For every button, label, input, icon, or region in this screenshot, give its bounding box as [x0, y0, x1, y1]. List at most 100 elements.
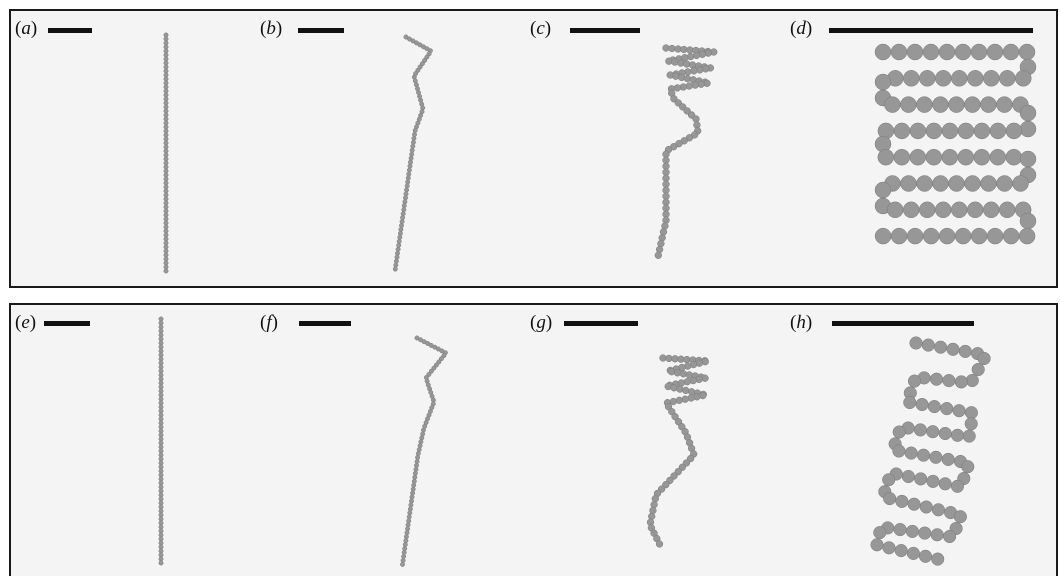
bead — [966, 374, 979, 387]
bead — [955, 44, 971, 60]
bead — [903, 202, 919, 218]
bead-chain-e — [11, 305, 261, 576]
bead — [159, 357, 163, 361]
bead-chain-b — [261, 11, 526, 288]
bead — [1003, 44, 1019, 60]
bead — [164, 253, 168, 257]
bead — [159, 429, 163, 433]
bead — [896, 495, 909, 508]
bead — [159, 441, 163, 445]
bead — [164, 185, 168, 189]
bead — [687, 53, 694, 60]
bead — [397, 243, 401, 247]
bead — [923, 228, 939, 244]
bead — [164, 233, 168, 237]
bead — [927, 475, 940, 488]
bead — [164, 173, 168, 177]
bead — [655, 252, 662, 259]
bead — [883, 542, 896, 555]
bead — [908, 498, 921, 511]
bead — [159, 525, 163, 529]
bead — [981, 176, 997, 192]
bead — [939, 478, 952, 491]
bead — [1020, 151, 1036, 167]
bead — [159, 533, 163, 537]
bead — [159, 433, 163, 437]
bead — [875, 182, 891, 198]
bead — [884, 97, 900, 113]
bead — [164, 269, 168, 273]
bead — [393, 267, 397, 271]
bead — [980, 97, 996, 113]
bead — [159, 317, 163, 321]
bead — [404, 535, 408, 539]
bead — [164, 129, 168, 133]
bead — [939, 44, 955, 60]
bead — [875, 74, 891, 90]
bead — [871, 539, 884, 552]
bead — [164, 97, 168, 101]
panel-c: (c) — [526, 11, 791, 286]
bead — [692, 82, 699, 89]
bead — [159, 541, 163, 545]
bead — [159, 345, 163, 349]
bead — [949, 176, 965, 192]
bead — [920, 501, 933, 514]
bead — [164, 153, 168, 157]
bead — [400, 215, 404, 219]
bead — [159, 417, 163, 421]
bead — [931, 553, 944, 566]
bead — [930, 373, 943, 386]
bead — [414, 463, 418, 467]
bead — [686, 83, 693, 90]
bead — [947, 343, 960, 356]
bead — [705, 50, 712, 57]
bead — [951, 202, 967, 218]
bead — [922, 339, 935, 352]
bead — [164, 217, 168, 221]
bead — [681, 46, 688, 53]
bead — [1020, 121, 1036, 137]
bead — [676, 397, 683, 404]
bead — [159, 473, 163, 477]
bead — [412, 483, 416, 487]
bead — [910, 149, 926, 165]
bead — [965, 418, 978, 431]
bead — [159, 393, 163, 397]
bead — [159, 421, 163, 425]
bead — [159, 497, 163, 501]
bead — [672, 59, 679, 66]
bead — [690, 377, 697, 384]
bead — [990, 123, 1006, 139]
bead — [159, 553, 163, 557]
bead — [908, 375, 921, 388]
bead — [409, 156, 413, 160]
bead — [406, 176, 410, 180]
bead — [958, 123, 974, 139]
bead — [164, 117, 168, 121]
bead — [660, 229, 667, 236]
bead — [159, 457, 163, 461]
bead — [164, 149, 168, 153]
bead — [408, 511, 412, 515]
bead — [875, 228, 891, 244]
bead — [402, 550, 406, 554]
bead — [164, 205, 168, 209]
bead — [666, 58, 673, 65]
bead — [164, 225, 168, 229]
bead — [948, 97, 964, 113]
bead — [164, 221, 168, 225]
bead — [658, 240, 665, 247]
bead — [407, 168, 411, 172]
bead — [669, 45, 676, 52]
bead — [983, 70, 999, 86]
bead — [164, 113, 168, 117]
bead — [159, 329, 163, 333]
bead — [164, 181, 168, 185]
bead — [958, 149, 974, 165]
bead — [410, 148, 414, 152]
bead — [687, 47, 694, 54]
panel-a: (a) — [11, 11, 261, 286]
bead — [159, 389, 163, 393]
bead — [696, 360, 703, 367]
